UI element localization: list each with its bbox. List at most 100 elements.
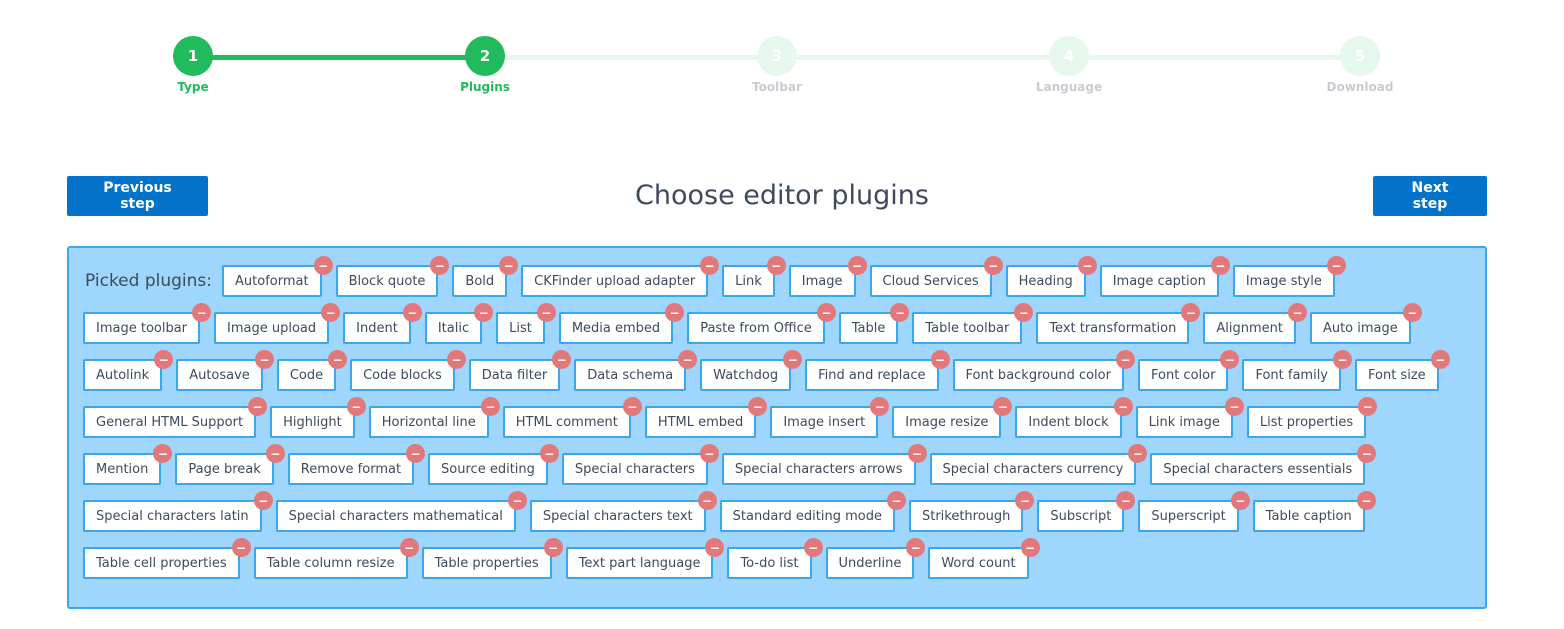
- remove-icon[interactable]: −: [1287, 303, 1307, 322]
- remove-icon[interactable]: −: [1224, 397, 1244, 416]
- remove-icon[interactable]: −: [399, 538, 419, 557]
- plugin-chip[interactable]: List properties−: [1246, 397, 1378, 438]
- remove-icon[interactable]: −: [254, 350, 274, 369]
- step-plugins[interactable]: 2 Plugins: [435, 36, 535, 94]
- plugin-chip[interactable]: Autolink−: [83, 350, 174, 391]
- remove-icon[interactable]: −: [1430, 350, 1450, 369]
- plugin-chip[interactable]: CKFinder upload adapter−: [521, 256, 720, 297]
- next-step-button[interactable]: Next step: [1373, 176, 1487, 216]
- plugin-chip[interactable]: Data filter−: [468, 350, 572, 391]
- remove-icon[interactable]: −: [406, 444, 426, 463]
- remove-icon[interactable]: −: [153, 444, 173, 463]
- plugin-chip[interactable]: Image upload−: [214, 303, 341, 344]
- plugin-chip[interactable]: Font background color−: [952, 350, 1135, 391]
- remove-icon[interactable]: −: [265, 444, 285, 463]
- remove-icon[interactable]: −: [1015, 491, 1035, 510]
- plugin-chip[interactable]: Subscript−: [1037, 491, 1136, 532]
- remove-icon[interactable]: −: [321, 303, 341, 322]
- plugin-chip[interactable]: Block quote−: [335, 256, 450, 297]
- step-type[interactable]: 1 Type: [143, 36, 243, 94]
- plugin-chip[interactable]: Strikethrough−: [908, 491, 1035, 532]
- plugin-chip[interactable]: Special characters currency−: [929, 444, 1148, 485]
- plugin-chip[interactable]: Image style−: [1232, 256, 1346, 297]
- remove-icon[interactable]: −: [430, 256, 450, 275]
- remove-icon[interactable]: −: [543, 538, 563, 557]
- remove-icon[interactable]: −: [402, 303, 422, 322]
- plugin-chip[interactable]: Link−: [722, 256, 786, 297]
- plugin-chip[interactable]: Table toolbar−: [912, 303, 1034, 344]
- plugin-chip[interactable]: Text transformation−: [1036, 303, 1201, 344]
- plugin-chip[interactable]: To-do list−: [727, 538, 823, 579]
- remove-icon[interactable]: −: [983, 256, 1003, 275]
- remove-icon[interactable]: −: [446, 350, 466, 369]
- remove-icon[interactable]: −: [622, 397, 642, 416]
- plugin-chip[interactable]: Word count−: [928, 538, 1040, 579]
- plugin-chip[interactable]: Indent−: [343, 303, 422, 344]
- plugin-chip[interactable]: General HTML Support−: [83, 397, 268, 438]
- remove-icon[interactable]: −: [552, 350, 572, 369]
- plugin-chip[interactable]: Special characters essentials−: [1150, 444, 1377, 485]
- remove-icon[interactable]: −: [847, 256, 867, 275]
- plugin-chip[interactable]: Link image−: [1135, 397, 1244, 438]
- plugin-chip[interactable]: Superscript−: [1138, 491, 1250, 532]
- plugin-chip[interactable]: Standard editing mode−: [719, 491, 906, 532]
- plugin-chip[interactable]: Media embed−: [558, 303, 685, 344]
- plugin-chip[interactable]: Paste from Office−: [687, 303, 836, 344]
- remove-icon[interactable]: −: [1128, 444, 1148, 463]
- remove-icon[interactable]: −: [1220, 350, 1240, 369]
- remove-icon[interactable]: −: [253, 491, 273, 510]
- plugin-chip[interactable]: Image−: [788, 256, 867, 297]
- plugin-chip[interactable]: Cloud Services−: [869, 256, 1003, 297]
- remove-icon[interactable]: −: [1358, 397, 1378, 416]
- remove-icon[interactable]: −: [783, 350, 803, 369]
- remove-icon[interactable]: −: [907, 444, 927, 463]
- remove-icon[interactable]: −: [697, 491, 717, 510]
- remove-icon[interactable]: −: [766, 256, 786, 275]
- remove-icon[interactable]: −: [1113, 397, 1133, 416]
- remove-icon[interactable]: −: [474, 303, 494, 322]
- plugin-chip[interactable]: Remove format−: [287, 444, 426, 485]
- step-language[interactable]: 4 Language: [1019, 36, 1119, 94]
- plugin-chip[interactable]: Special characters text−: [529, 491, 717, 532]
- plugin-chip[interactable]: Special characters arrows−: [721, 444, 927, 485]
- plugin-chip[interactable]: Font color−: [1137, 350, 1240, 391]
- plugin-chip[interactable]: Auto image−: [1309, 303, 1422, 344]
- plugin-chip[interactable]: Alignment−: [1203, 303, 1307, 344]
- plugin-chip[interactable]: List−: [496, 303, 556, 344]
- remove-icon[interactable]: −: [1014, 303, 1034, 322]
- remove-icon[interactable]: −: [748, 397, 768, 416]
- plugin-chip[interactable]: Image resize−: [892, 397, 1013, 438]
- remove-icon[interactable]: −: [539, 444, 559, 463]
- remove-icon[interactable]: −: [1115, 350, 1135, 369]
- plugin-chip[interactable]: Special characters mathematical−: [275, 491, 527, 532]
- remove-icon[interactable]: −: [1210, 256, 1230, 275]
- remove-icon[interactable]: −: [665, 303, 685, 322]
- remove-icon[interactable]: −: [886, 491, 906, 510]
- remove-icon[interactable]: −: [803, 538, 823, 557]
- remove-icon[interactable]: −: [248, 397, 268, 416]
- remove-icon[interactable]: −: [1402, 303, 1422, 322]
- remove-icon[interactable]: −: [1333, 350, 1352, 369]
- plugin-chip[interactable]: HTML embed−: [644, 397, 768, 438]
- plugin-chip[interactable]: Font size−: [1355, 350, 1450, 391]
- plugin-chip[interactable]: Heading−: [1005, 256, 1097, 297]
- remove-icon[interactable]: −: [906, 538, 926, 557]
- plugin-chip[interactable]: Data schema−: [574, 350, 698, 391]
- plugin-chip[interactable]: Special characters−: [561, 444, 719, 485]
- remove-icon[interactable]: −: [1181, 303, 1201, 322]
- remove-icon[interactable]: −: [678, 350, 698, 369]
- remove-icon[interactable]: −: [890, 303, 910, 322]
- remove-icon[interactable]: −: [346, 397, 366, 416]
- remove-icon[interactable]: −: [536, 303, 556, 322]
- previous-step-button[interactable]: Previous step: [67, 176, 208, 216]
- plugin-chip[interactable]: Autosave−: [176, 350, 274, 391]
- remove-icon[interactable]: −: [705, 538, 725, 557]
- remove-icon[interactable]: −: [231, 538, 251, 557]
- remove-icon[interactable]: −: [870, 397, 890, 416]
- remove-icon[interactable]: −: [1326, 256, 1346, 275]
- remove-icon[interactable]: −: [154, 350, 174, 369]
- remove-icon[interactable]: −: [313, 256, 333, 275]
- remove-icon[interactable]: −: [1357, 444, 1377, 463]
- plugin-chip[interactable]: Code blocks−: [350, 350, 466, 391]
- remove-icon[interactable]: −: [700, 256, 720, 275]
